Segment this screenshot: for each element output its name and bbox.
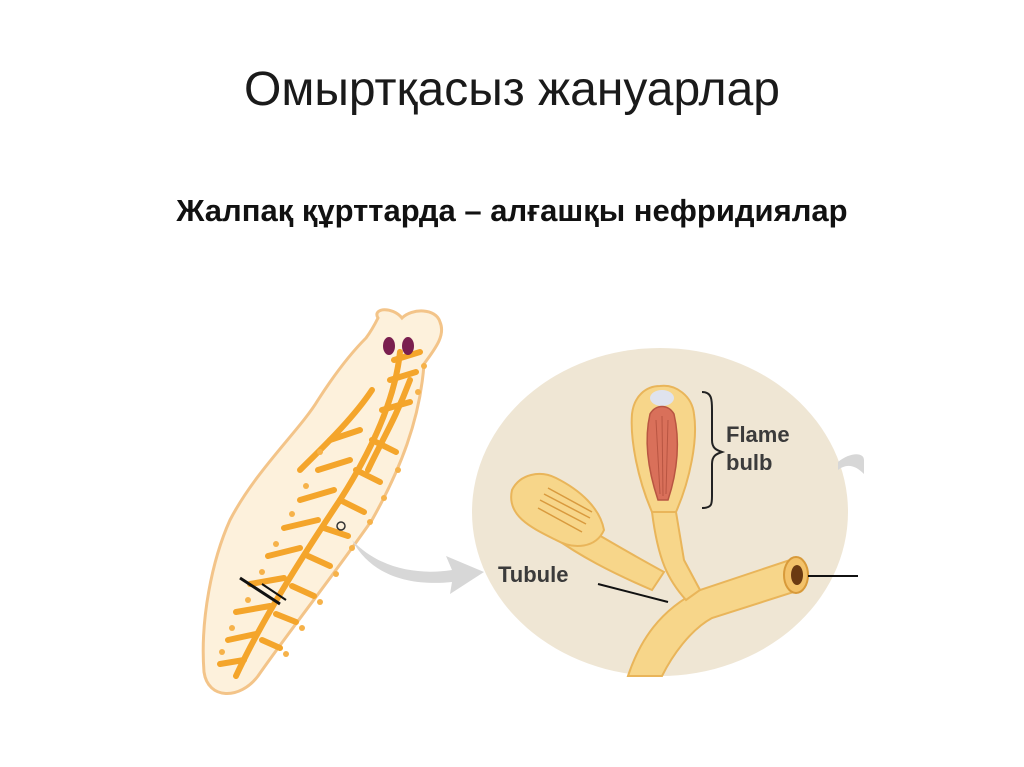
tubule-pointer xyxy=(597,583,669,603)
flame-cilia-lines xyxy=(655,415,669,497)
gut-dots xyxy=(219,363,427,657)
flame-bulb-label-line2: bulb xyxy=(726,450,772,475)
slide-title: Омыртқасыз жануарлар xyxy=(244,63,780,116)
tubule-label: Tubule xyxy=(498,562,568,587)
flatworm-body xyxy=(201,308,443,695)
flatworm xyxy=(201,308,443,695)
slide-subtitle: Жалпақ құрттарда – алғашқы нефридиялар xyxy=(176,193,848,228)
tubule-branch-up xyxy=(650,511,702,602)
flame-bulb-label-line1: Flame xyxy=(726,422,790,447)
exit-arrow xyxy=(838,454,864,474)
flame-bulb-left xyxy=(510,473,606,547)
section-line-1 xyxy=(239,576,281,606)
eyespots-icon xyxy=(383,337,414,355)
flame-bulb-left-cilia xyxy=(537,487,593,533)
zoom-arrow xyxy=(352,540,484,594)
tubule-lumen xyxy=(791,565,803,585)
flame-bulb-bracket xyxy=(701,391,726,509)
section-line-2 xyxy=(261,583,287,601)
nephridium-marker xyxy=(336,521,346,531)
flame-bulb-cap xyxy=(650,390,674,406)
tubule-system xyxy=(510,384,858,677)
gut-branches xyxy=(217,349,423,679)
